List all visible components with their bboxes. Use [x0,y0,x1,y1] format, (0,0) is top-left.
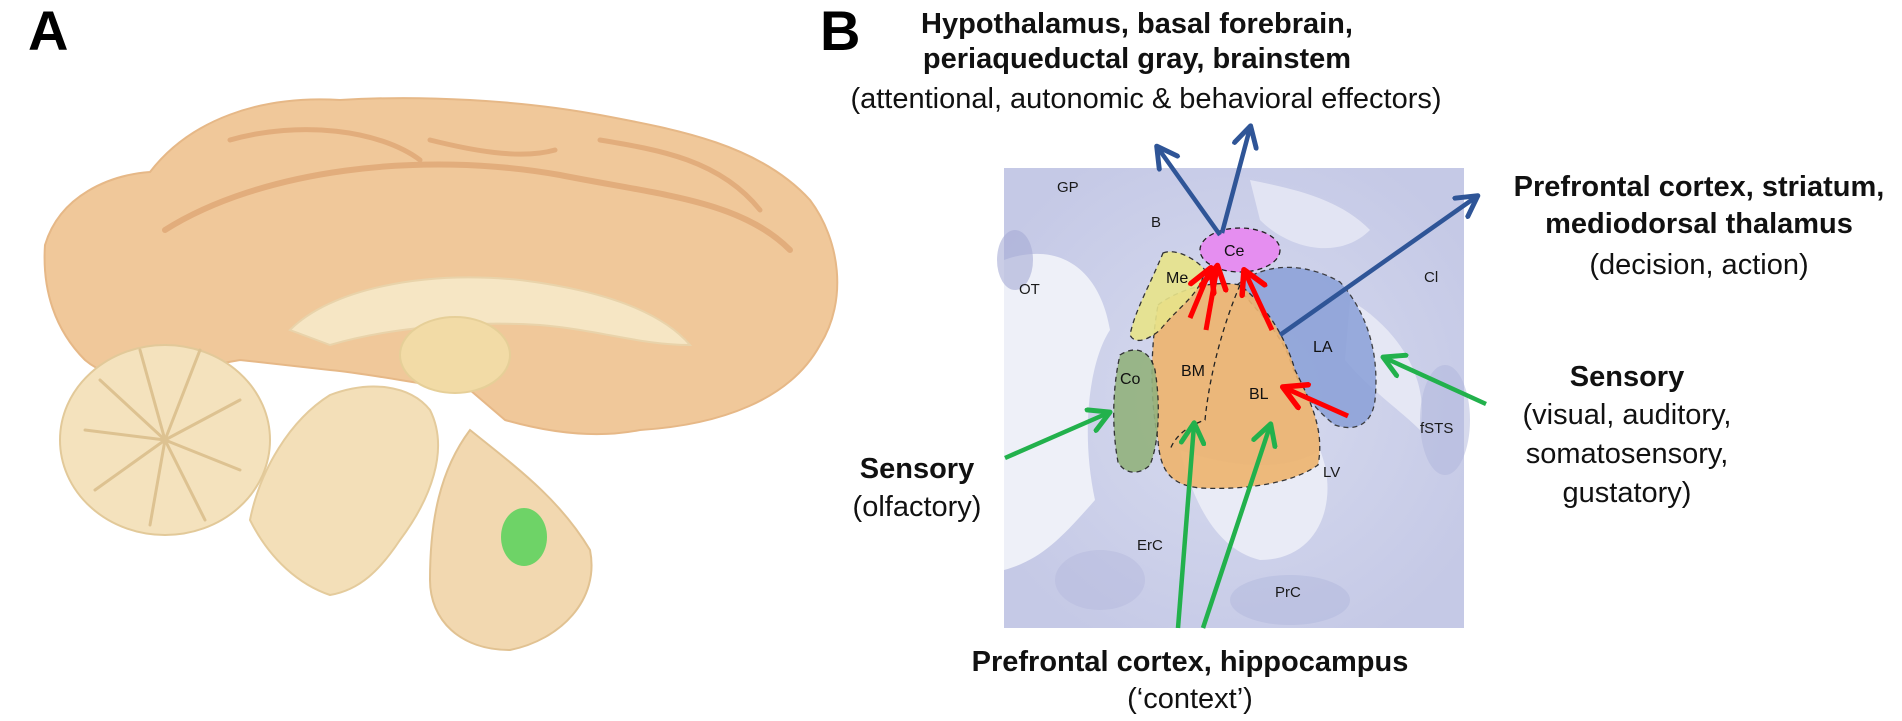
input-arrow-context-right [1200,426,1270,629]
decision-line1: Prefrontal cortex, striatum, [1514,171,1885,203]
nucleus-me-label: Me [1166,270,1188,287]
region-gp: GP [1057,179,1079,196]
nucleus-co-label: Co [1120,371,1141,388]
input-arrow-context-left [1175,425,1194,629]
nucleus-bl-label: BL [1249,386,1269,403]
effectors-line1: Hypothalamus, basal forebrain, [921,8,1353,40]
input-arrow-sensory-right [1385,358,1487,407]
region-lv: LV [1323,464,1340,481]
effectors-line2: periaqueductal gray, brainstem [923,43,1351,75]
region-cl: Cl [1424,269,1438,286]
label-sensory-left: Sensory (olfactory) [853,453,982,523]
label-effectors: Hypothalamus, basal forebrain, periaqued… [850,8,1441,115]
region-prc: PrC [1275,584,1301,601]
panel-a-letter: A [28,0,68,62]
region-b: B [1151,214,1161,231]
region-erc: ErC [1137,537,1163,554]
brain-sagittal-photo [43,97,839,652]
amygdala-marker [501,508,547,566]
decision-line2: mediodorsal thalamus [1545,208,1853,240]
effectors-line3: (attentional, autonomic & behavioral eff… [850,83,1441,115]
intra-arrow-la-bl [1285,388,1350,419]
nucleus-ce-label: Ce [1224,243,1245,260]
output-arrow-effectors-right [1219,128,1250,234]
sensory-right-line2: (visual, auditory, [1523,399,1732,431]
output-arrow-effectors-left [1158,148,1222,237]
input-arrow-olfactory [1004,413,1108,461]
context-line2: (‘context’) [1127,683,1253,715]
label-context: Prefrontal cortex, hippocampus (‘context… [972,646,1409,715]
sensory-right-line4: gustatory) [1563,477,1692,509]
label-decision: Prefrontal cortex, striatum, mediodorsal… [1514,171,1885,281]
nucleus-bm-label: BM [1181,363,1205,380]
sensory-left-line2: (olfactory) [853,491,982,523]
sensory-right-line1: Sensory [1570,361,1684,393]
region-ot: OT [1019,281,1040,298]
intra-arrow-bl-ce [1245,272,1275,332]
nucleus-me-shape [1129,251,1206,342]
context-line1: Prefrontal cortex, hippocampus [972,646,1409,678]
nucleus-co-shape [1113,349,1159,473]
sensory-right-line3: somatosensory, [1526,438,1729,470]
panel-b-letter: B [820,0,860,62]
intra-arrow-me-ce [1187,270,1210,319]
nucleus-divider [1169,284,1241,451]
nucleus-la-label: LA [1313,339,1333,356]
region-fsts: fSTS [1420,420,1453,437]
decision-line3: (decision, action) [1589,249,1808,281]
label-sensory-right: Sensory (visual, auditory, somatosensory… [1523,361,1732,509]
output-arrow-decision [1278,197,1476,337]
sensory-left-line1: Sensory [860,453,974,485]
